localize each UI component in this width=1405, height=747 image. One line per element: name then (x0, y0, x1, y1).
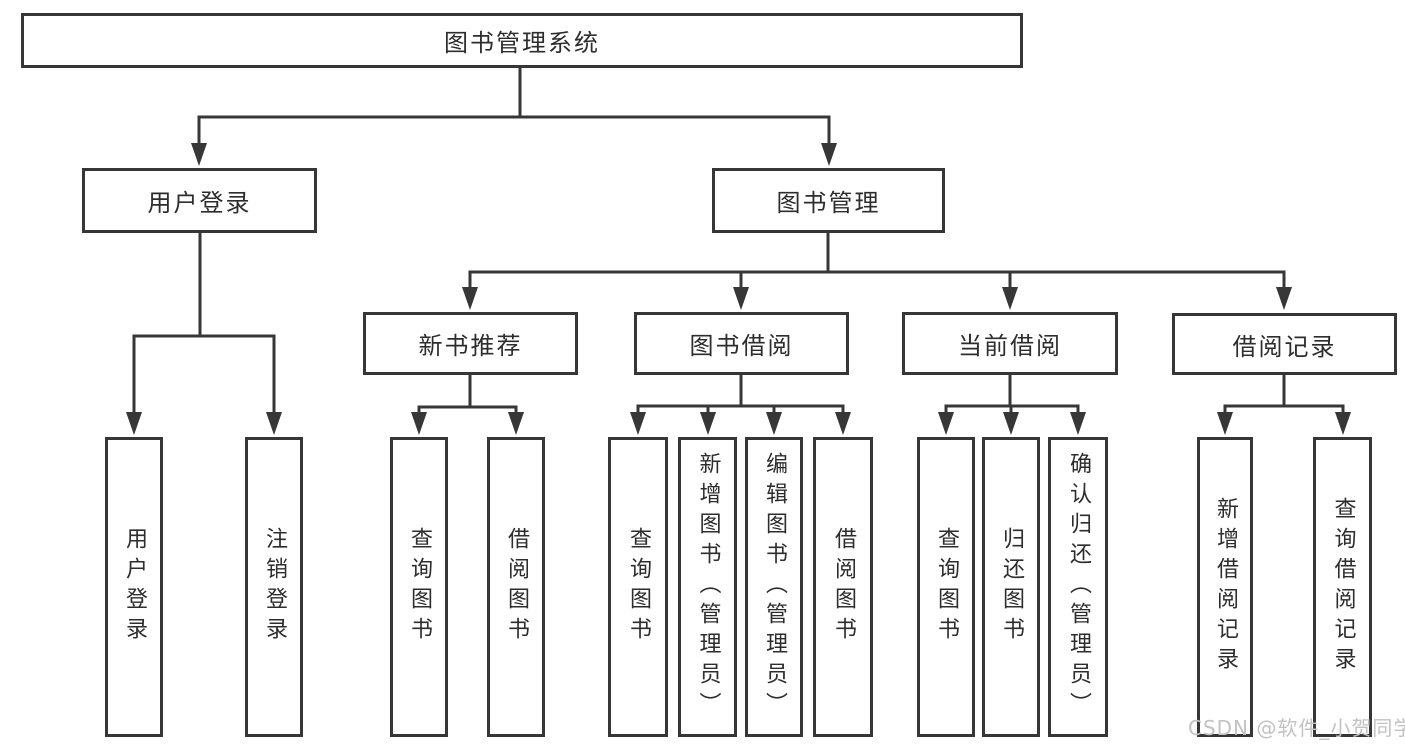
connector-user-login-to-leaves (126, 231, 282, 435)
node-current-borrow: 当前借阅 (902, 312, 1118, 375)
leaf-rec-borrow-book: 借阅图书 (487, 437, 545, 737)
node-root-system: 图书管理系统 (21, 13, 1023, 68)
leaf-add-borrow-record: 新增借阅记录 (1197, 437, 1253, 737)
leaf-return-book: 归还图书 (982, 437, 1040, 737)
csdn-watermark: CSDN @软件_小贺同学 (1188, 716, 1405, 740)
leaf-borrow-book: 借阅图书 (813, 437, 873, 737)
leaf-user-login: 用户登录 (105, 437, 163, 737)
node-new-book-recommend: 新书推荐 (363, 312, 578, 375)
leaf-current-query-book: 查询图书 (917, 437, 975, 737)
leaf-logout: 注销登录 (245, 437, 303, 737)
leaf-edit-book-admin: 编辑图书（管理员） (745, 437, 803, 737)
connector-current-borrow-to-leaves (938, 373, 1086, 435)
leaf-confirm-return-admin: 确认归还（管理员） (1048, 437, 1108, 737)
connector-book-borrow-to-leaves (630, 373, 851, 435)
node-user-login: 用户登录 (82, 168, 317, 233)
leaf-rec-query-book: 查询图书 (390, 437, 448, 737)
node-book-borrow: 图书借阅 (634, 312, 849, 375)
node-borrow-record: 借阅记录 (1172, 313, 1397, 375)
leaf-borrow-query-book: 查询图书 (608, 437, 668, 737)
leaf-add-book-admin: 新增图书（管理员） (678, 437, 737, 737)
connector-borrow-record-to-leaves (1217, 373, 1351, 435)
connector-new-book-rec-to-leaves (411, 373, 524, 435)
connector-book-mgmt-to-level3 (462, 231, 1292, 310)
node-book-management: 图书管理 (712, 168, 945, 233)
connector-root-to-level2 (191, 66, 837, 166)
leaf-query-borrow-record: 查询借阅记录 (1313, 437, 1372, 737)
